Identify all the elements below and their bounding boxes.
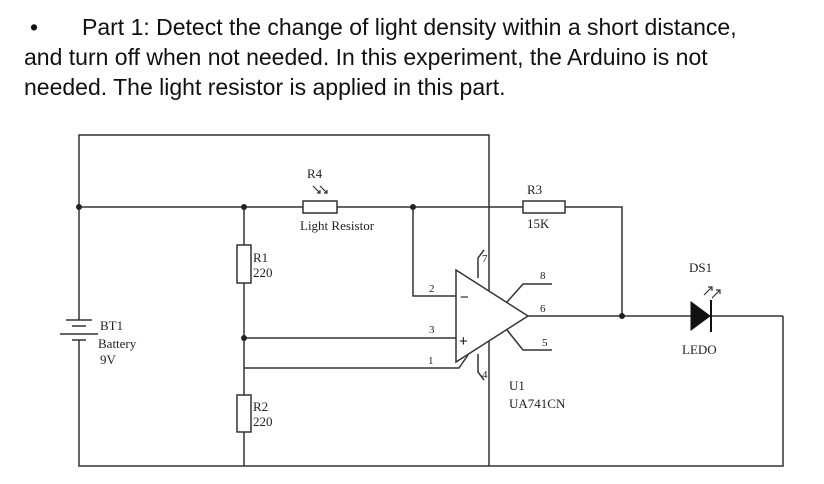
- bt1-value: 9V: [100, 352, 117, 367]
- junction-dot: [76, 204, 82, 210]
- wire-pin2: [412, 207, 456, 297]
- ds1-led: DS1 LEDO: [682, 260, 721, 357]
- op-amp-triangle: [455, 268, 530, 364]
- pin-6-label: 6: [540, 303, 546, 315]
- wire-r3-right: [565, 206, 623, 316]
- u1-ref: U1: [509, 378, 525, 393]
- wires: [78, 134, 784, 467]
- r2-resistor: R2 220: [236, 394, 273, 433]
- text-line-2: and turn off when not needed. In this ex…: [24, 44, 708, 70]
- wire-bottom-loop: [78, 316, 784, 467]
- wire-pin1: [244, 354, 469, 369]
- ds1-ref: DS1: [689, 260, 712, 275]
- junction-dot: [241, 204, 247, 210]
- r2-ref: R2: [253, 399, 268, 414]
- u1-op-amp: − + 2 3 1 7 8 6 5 4 U1 UA741CN: [428, 253, 566, 411]
- r3-value: 15K: [527, 216, 550, 231]
- r3-resistor: R3 15K: [522, 182, 566, 231]
- wire-top-loop: [78, 134, 490, 466]
- op-amp-plus: +: [459, 333, 468, 350]
- bt1-battery: BT1 Battery 9V: [60, 318, 137, 367]
- pin-8-label: 8: [540, 270, 546, 282]
- junction-dot: [241, 335, 247, 341]
- r1-resistor: R1 220: [236, 244, 273, 284]
- pin-4-label: 4: [482, 369, 488, 381]
- wire-pin7: [477, 249, 485, 278]
- junctions: [76, 204, 625, 341]
- led-emission-arrows-icon: [703, 286, 721, 299]
- bullet: •: [30, 14, 39, 40]
- r3-ref: R3: [527, 182, 542, 197]
- pin-3-label: 3: [429, 324, 435, 336]
- r2-value: 220: [253, 414, 273, 429]
- text-line-3: needed. The light resistor is applied in…: [24, 74, 506, 100]
- junction-dot: [619, 313, 625, 319]
- wire-pin8: [506, 283, 552, 303]
- pin-5-label: 5: [542, 337, 548, 349]
- r4-light-resistor: R4 Light Resistor: [300, 166, 375, 233]
- r1-value: 220: [253, 265, 273, 280]
- bt1-name: Battery: [98, 336, 137, 351]
- wire-pin4: [477, 354, 485, 381]
- instruction-text: • Part 1: Detect the change of light den…: [24, 12, 814, 102]
- ds1-name: LEDO: [682, 342, 717, 357]
- light-arrows-icon: [312, 185, 328, 194]
- wire-pin5: [506, 329, 552, 351]
- led-diode-icon: [690, 301, 711, 331]
- pin-1-label: 1: [428, 355, 434, 367]
- battery-icon: [60, 319, 98, 341]
- r4-ref: R4: [307, 166, 323, 181]
- bt1-ref: BT1: [100, 318, 123, 333]
- pin-2-label: 2: [429, 283, 435, 295]
- u1-part: UA741CN: [509, 396, 566, 411]
- pin-7-label: 7: [482, 253, 488, 265]
- op-amp-minus: −: [460, 289, 469, 306]
- r1-ref: R1: [253, 250, 268, 265]
- r4-desc: Light Resistor: [300, 218, 375, 233]
- junction-dot: [410, 204, 416, 210]
- text-line-1: Part 1: Detect the change of light densi…: [82, 14, 737, 40]
